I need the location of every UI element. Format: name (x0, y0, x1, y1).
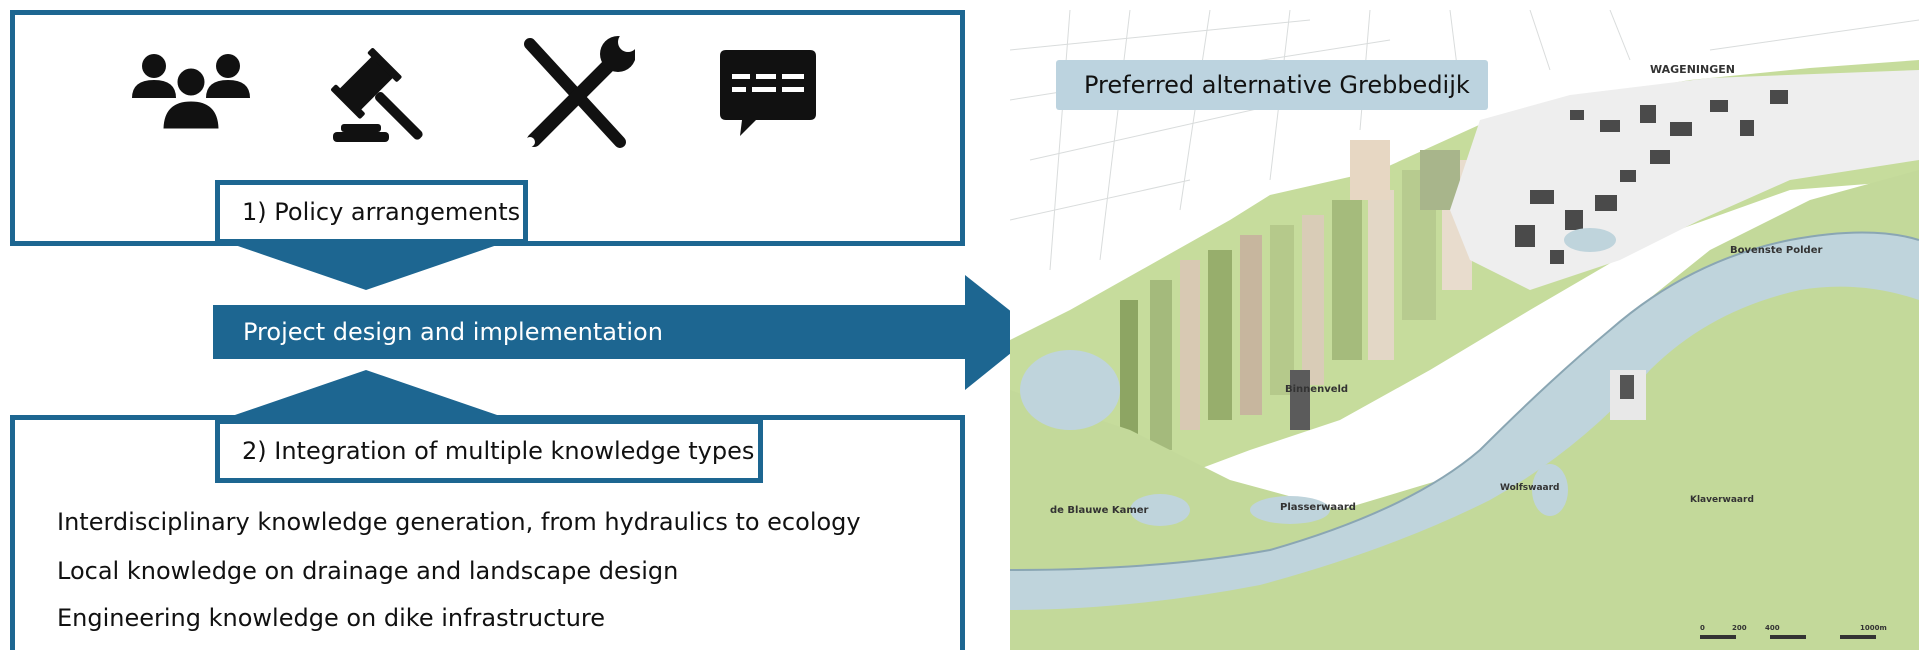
speech-bubble-icon (720, 50, 816, 136)
down-arrow-shape (232, 244, 500, 290)
label-klaverwaard: Klaverwaard (1690, 495, 1754, 505)
scale-bar: 0 200 400 1000m (1700, 624, 1887, 639)
policy-arrangements-label: 1) Policy arrangements (215, 180, 528, 244)
label-wageningen: WAGENINGEN (1650, 63, 1735, 76)
bullet-local-knowledge: Local knowledge on drainage and landscap… (57, 557, 679, 585)
lake (1020, 350, 1120, 430)
bullet-interdisciplinary: Interdisciplinary knowledge generation, … (57, 508, 861, 536)
scale-label-400: 400 (1765, 624, 1780, 632)
right-arrow-shape (965, 275, 1037, 390)
rhine-river (1010, 232, 1919, 610)
label-bovenste-polder: Bovenste Polder (1730, 245, 1822, 256)
label-blauwe-kamer: de Blauwe Kamer (1050, 505, 1149, 516)
town-buildings (1515, 90, 1788, 264)
up-arrow-shape (232, 370, 500, 416)
map-title: Preferred alternative Grebbedijk (1056, 60, 1488, 110)
field-parcels (1120, 140, 1472, 450)
lake (1532, 464, 1568, 516)
scale-label-1000m: 1000m (1860, 624, 1887, 632)
scale-label-200: 200 (1732, 624, 1747, 632)
lake (1250, 496, 1330, 524)
label-binnenveld: Binnenveld (1285, 384, 1348, 395)
label-plasserwaard: Plasserwaard (1280, 502, 1356, 513)
project-design-band: Project design and implementation (213, 305, 967, 359)
bullet-engineering: Engineering knowledge on dike infrastruc… (57, 604, 606, 632)
gavel-icon (331, 48, 423, 142)
knowledge-types-label: 2) Integration of multiple knowledge typ… (215, 419, 763, 483)
lake (1564, 228, 1616, 252)
grebbedijk-map: WAGENINGEN Bovenste Polder Binnenveld de… (1010, 10, 1919, 650)
people-group-icon (132, 54, 250, 132)
lake (1130, 494, 1190, 526)
label-wolfswaard: Wolfswaard (1500, 483, 1560, 493)
scale-label-0: 0 (1700, 624, 1705, 632)
tools-icon (524, 36, 635, 148)
